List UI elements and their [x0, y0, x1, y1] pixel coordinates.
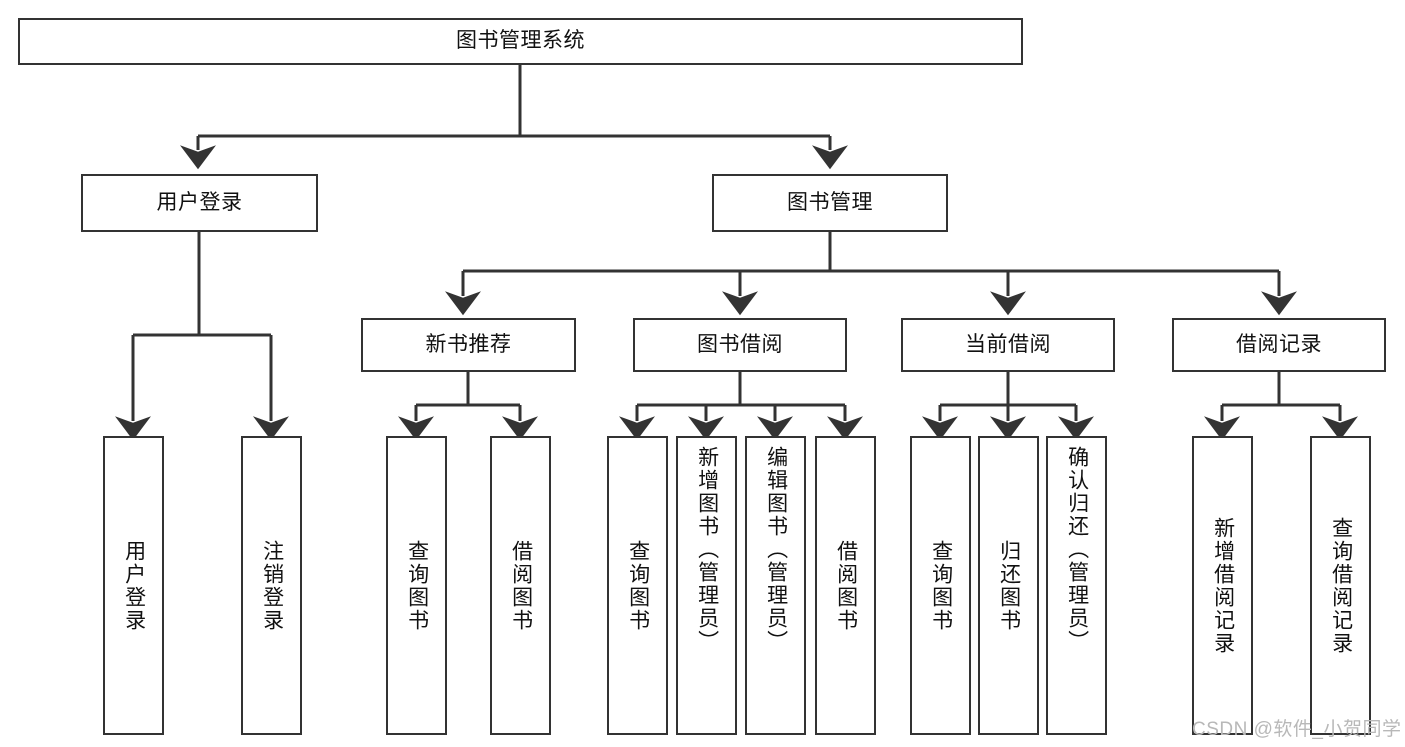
leaf-new-book-query[interactable]: 查询图书	[386, 436, 447, 735]
node-label: 编辑图书（管理员）	[764, 446, 788, 653]
node-borrow-record[interactable]: 借阅记录	[1172, 318, 1386, 372]
node-label: 借阅图书	[834, 539, 858, 632]
node-label: 查询借阅记录	[1329, 516, 1353, 655]
node-book-management[interactable]: 图书管理	[712, 174, 948, 232]
node-label: 新书推荐	[425, 332, 512, 356]
node-label: 查询图书	[626, 539, 650, 632]
node-label: 确认归还（管理员）	[1065, 446, 1089, 653]
node-book-borrow[interactable]: 图书借阅	[633, 318, 847, 372]
node-current-borrow[interactable]: 当前借阅	[901, 318, 1115, 372]
leaf-borrow-query-book[interactable]: 查询图书	[607, 436, 668, 735]
node-label: 借阅记录	[1236, 332, 1322, 356]
node-label: 查询图书	[405, 539, 429, 632]
node-user-login[interactable]: 用户登录	[81, 174, 318, 232]
node-label: 图书管理系统	[456, 29, 585, 53]
node-label: 当前借阅	[965, 332, 1051, 356]
node-label: 查询图书	[929, 539, 953, 632]
node-root-system[interactable]: 图书管理系统	[18, 18, 1023, 65]
leaf-current-query-book[interactable]: 查询图书	[910, 436, 971, 735]
leaf-borrow-add-book-admin[interactable]: 新增图书（管理员）	[676, 436, 737, 735]
node-label: 注销登录	[260, 539, 284, 632]
leaf-borrow-borrow-book[interactable]: 借阅图书	[815, 436, 876, 735]
leaf-record-add-record[interactable]: 新增借阅记录	[1192, 436, 1253, 735]
leaf-user-login-logout[interactable]: 注销登录	[241, 436, 302, 735]
node-label: 新增图书（管理员）	[695, 446, 719, 653]
leaf-user-login-login[interactable]: 用户登录	[103, 436, 164, 735]
csdn-watermark: CSDN @软件_小贺同学	[1192, 719, 1402, 740]
leaf-new-book-borrow[interactable]: 借阅图书	[490, 436, 551, 735]
leaf-record-query-record[interactable]: 查询借阅记录	[1310, 436, 1371, 735]
node-label: 用户登录	[122, 539, 146, 632]
node-label: 图书管理	[787, 190, 873, 214]
leaf-borrow-edit-book-admin[interactable]: 编辑图书（管理员）	[745, 436, 806, 735]
node-label: 图书借阅	[697, 332, 783, 356]
node-label: 新增借阅记录	[1211, 516, 1235, 655]
node-label: 借阅图书	[509, 539, 533, 632]
node-label: 归还图书	[997, 539, 1021, 632]
leaf-current-return-book[interactable]: 归还图书	[978, 436, 1039, 735]
node-new-book-recommend[interactable]: 新书推荐	[361, 318, 576, 372]
leaf-current-confirm-return-admin[interactable]: 确认归还（管理员）	[1046, 436, 1107, 735]
node-label: 用户登录	[156, 190, 243, 214]
